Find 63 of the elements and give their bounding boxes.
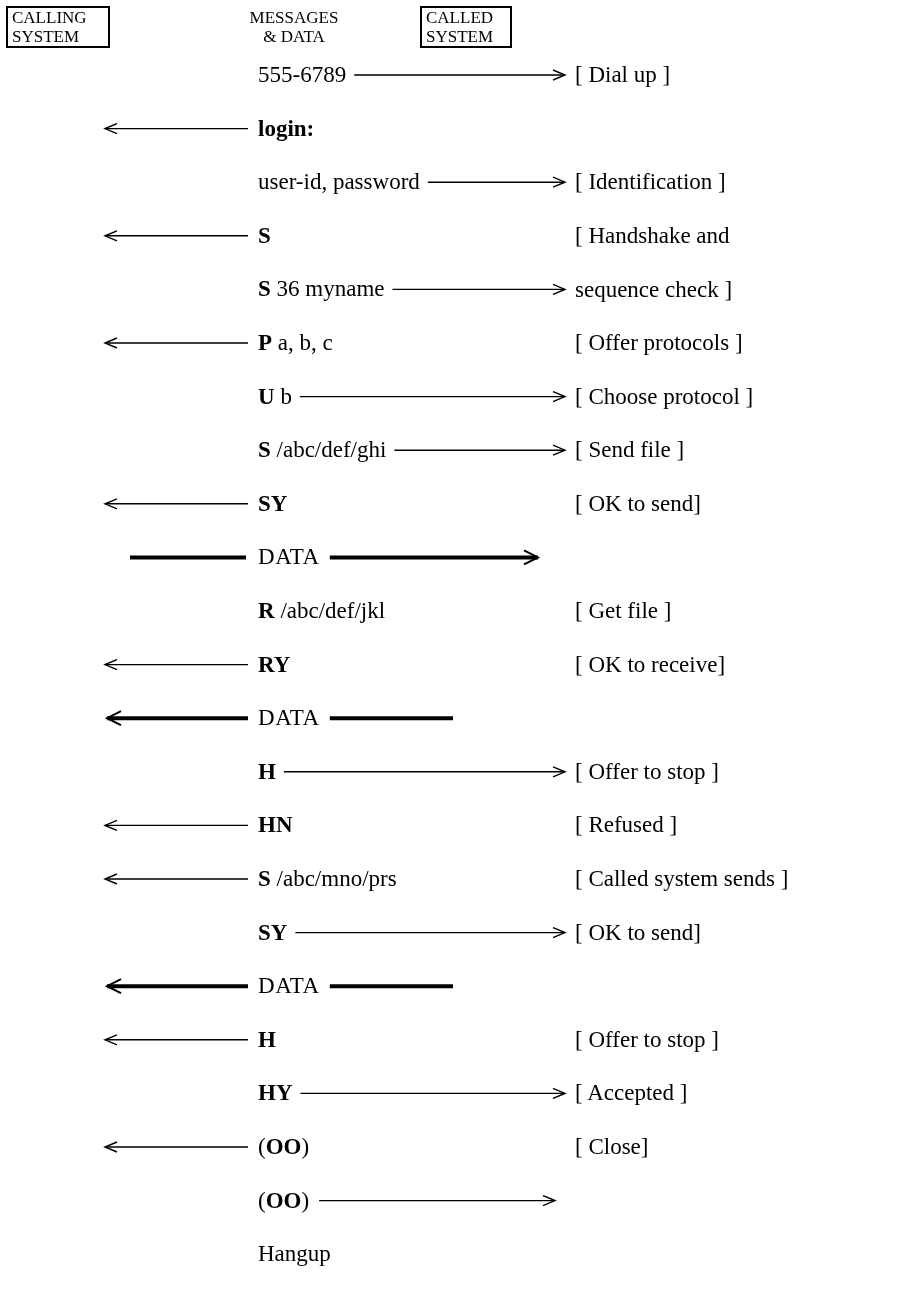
action-note: [ Send file ] [575,434,685,467]
arrow [427,176,566,188]
message-text: S /abc/def/ghi [258,434,387,467]
arrow [104,122,249,135]
message-text: (OO) [258,1184,310,1217]
message-text: S 36 myname [258,273,385,306]
arrow [294,926,566,939]
action-note: [ Offer to stop ] [575,1023,719,1056]
action-note: [ Close] [575,1131,649,1163]
message-text: user-id, password [258,166,420,199]
message-text: HN [258,809,293,842]
message-text: S [258,219,271,252]
message-text: (OO) [258,1131,310,1163]
message-text: S /abc/mno/prs [258,863,397,895]
arrow [353,69,566,81]
message-text: H [258,755,276,788]
message-text: U b [258,380,292,413]
action-note: [ OK to receive] [575,648,726,681]
action-note: [ Called system sends ] [575,863,789,895]
arrow [104,658,249,671]
action-note: [ Get file ] [575,595,672,627]
arrow [104,498,249,510]
action-note: [ Offer protocols ] [575,327,743,359]
message-text: Hangup [258,1238,331,1271]
action-note: [ Offer to stop ] [575,755,719,788]
data-transfer-label: DATA [258,970,320,1003]
action-note: [ Dial up ] [575,59,671,91]
arrow [283,766,566,778]
message-text: H [258,1023,276,1056]
message-text: SY [258,916,288,949]
arrow [106,710,248,727]
message-text: SY [258,487,288,520]
action-note: [ Accepted ] [575,1077,688,1110]
action-note: [ Identification ] [575,166,726,199]
message-text: HY [258,1077,293,1110]
system-box: CALLING SYSTEM [6,6,110,48]
arrow [391,283,566,296]
arrow [104,1034,249,1046]
data-transfer-label: DATA [258,702,320,735]
arrow [104,337,249,349]
action-note: [ OK to send] [575,916,701,949]
message-text: P a, b, c [258,327,333,359]
action-note: [ OK to send] [575,487,701,520]
arrow [299,1087,566,1100]
message-text: RY [258,648,291,681]
system-box: CALLED SYSTEM [420,6,512,48]
arrow [106,978,248,995]
action-note: [ Handshake and sequence check ] [575,209,815,317]
arrow [393,444,566,456]
message-text: login: [258,112,315,145]
message-text: 555-6789 [258,59,347,91]
arrow [318,1194,556,1207]
data-transfer-label: DATA [258,541,320,574]
arrow [104,230,249,242]
action-note: [ Refused ] [575,809,678,842]
arrow [104,1141,249,1153]
column-heading: MESSAGES & DATA [244,8,344,46]
arrow [299,390,566,403]
message-text: R /abc/def/jkl [258,595,386,627]
action-note: [ Choose protocol ] [575,380,754,413]
arrow [104,819,249,832]
arrow [104,873,249,885]
arrow [329,549,539,566]
